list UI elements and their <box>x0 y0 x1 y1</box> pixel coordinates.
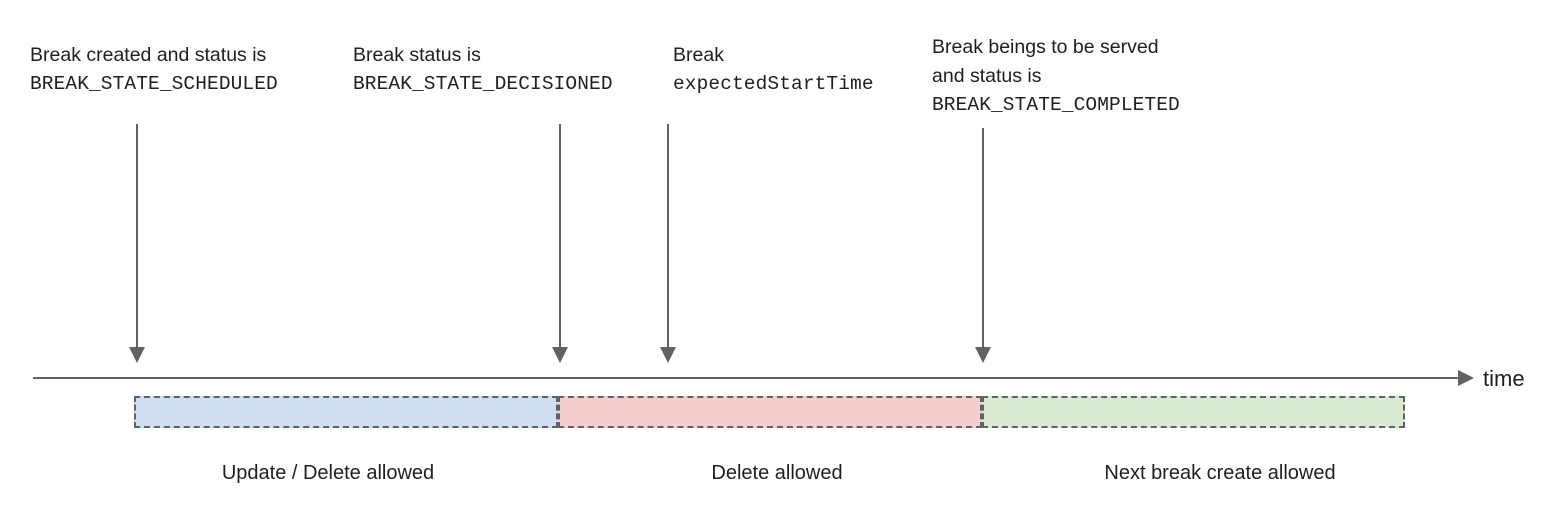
annotation-line-mono: BREAK_STATE_DECISIONED <box>353 73 613 95</box>
phase-bar-completed <box>982 396 1405 428</box>
time-axis-label: time <box>1483 366 1525 391</box>
annotation-scheduled: Break created and status is BREAK_STATE_… <box>30 41 278 99</box>
arrow-right-icon <box>1458 370 1474 386</box>
annotation-line: Break status is <box>353 44 481 66</box>
annotation-completed: Break beings to be served and status is … <box>932 33 1180 120</box>
caption-phase-completed: Next break create allowed <box>1104 462 1336 484</box>
annotation-line: and status is <box>932 65 1042 87</box>
annotation-line: Break beings to be served <box>932 36 1159 58</box>
annotation-line: Break <box>673 44 724 66</box>
caption-phase-scheduled: Update / Delete allowed <box>221 462 435 484</box>
annotation-decisioned: Break status is BREAK_STATE_DECISIONED <box>353 41 613 99</box>
annotation-expected-start-time: Break expectedStartTime <box>673 41 874 99</box>
annotation-line-mono: BREAK_STATE_COMPLETED <box>932 94 1180 116</box>
arrow-down-head-icon <box>660 347 676 363</box>
arrow-down-head-icon <box>975 347 991 363</box>
annotation-line: Break created and status is <box>30 44 267 66</box>
marker-scheduled-arrow-down-icon <box>129 124 145 363</box>
annotation-line-mono: expectedStartTime <box>673 73 874 95</box>
marker-shaft <box>667 124 669 348</box>
marker-shaft <box>982 128 984 348</box>
phase-bar-decisioned <box>558 396 982 428</box>
time-axis-line <box>33 377 1461 379</box>
marker-completed-arrow-down-icon <box>975 128 991 363</box>
marker-decisioned-arrow-down-icon <box>552 124 568 363</box>
arrow-down-head-icon <box>129 347 145 363</box>
marker-shaft <box>136 124 138 348</box>
caption-phase-decisioned: Delete allowed <box>711 462 843 484</box>
marker-expected-start-time-arrow-down-icon <box>660 124 676 363</box>
arrow-down-head-icon <box>552 347 568 363</box>
marker-shaft <box>559 124 561 348</box>
annotation-line-mono: BREAK_STATE_SCHEDULED <box>30 73 278 95</box>
phase-bar-scheduled <box>134 396 558 428</box>
